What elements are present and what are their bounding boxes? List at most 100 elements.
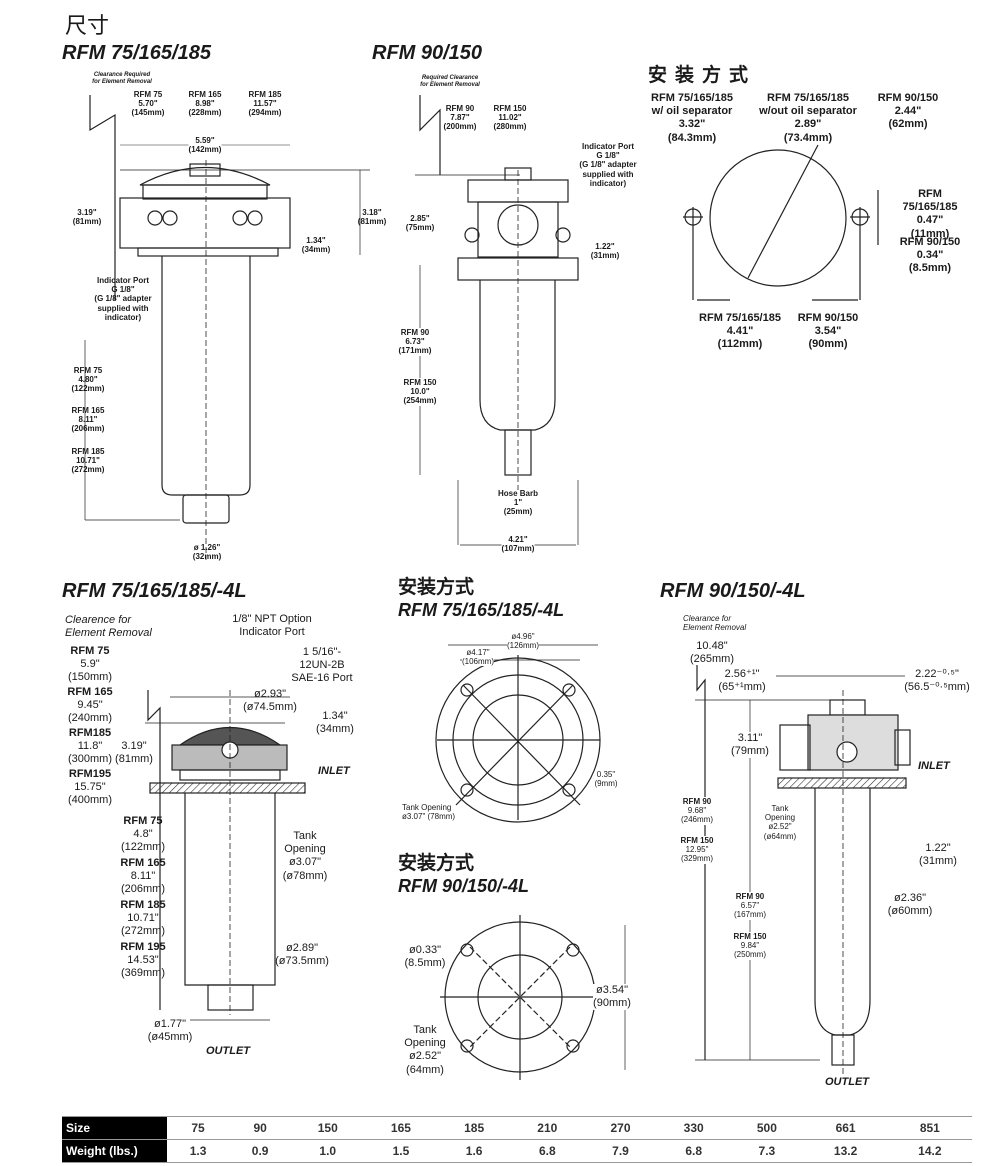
size-cell: 150 — [291, 1116, 365, 1140]
page-heading-dimensions: 尺寸 — [65, 14, 110, 39]
dim-label: 3.19" (81mm) — [72, 208, 102, 227]
dim-value: 8.11" (206mm) — [120, 870, 165, 896]
dim-value: 10.71" (272mm) — [120, 912, 165, 938]
dim-label: RFM 75/165/185 w/ oil separator 3.32" (8… — [651, 92, 733, 144]
mounting-heading: 安装方式 — [398, 852, 475, 874]
dim-label: RFM 75/165/185 w/out oil separator 2.89"… — [759, 92, 857, 144]
dim-label: 5.59" (142mm) — [188, 136, 222, 155]
dim-label: ø2.36" (ø60mm) — [887, 892, 933, 918]
dim-label: 1.34" (34mm) — [301, 236, 331, 255]
dim-label: RFM 75 4.80" (122mm) — [71, 366, 105, 394]
clearance-note: Clearance Required for Element Removal — [92, 72, 152, 85]
weight-cell: 7.9 — [583, 1139, 658, 1163]
model: RFM195 — [68, 768, 112, 780]
tank-opening-label: Tank Opening ø3.07" (ø78mm) — [282, 830, 328, 882]
dim-label: ø4.17" (106mm) — [461, 648, 495, 667]
dim-label: 2.56⁺¹" (65⁺¹mm) — [718, 668, 766, 694]
model: RFM 185 — [120, 899, 166, 911]
size-cell: 661 — [803, 1116, 888, 1140]
dim-label: 2.85" (75mm) — [405, 214, 435, 233]
dim-label: RFM 90/150 3.54" (90mm) — [797, 312, 859, 351]
dim-label: 4.21" (107mm) — [501, 535, 535, 554]
section-title: RFM 75/165/185/-4L — [62, 580, 247, 602]
dim-label: RFM 165 8.98" (228mm) — [188, 90, 222, 118]
clearance-note: Clearance for Element Removal — [683, 614, 747, 633]
dim-label: 1.34" (34mm) — [316, 710, 354, 736]
weight-cell: 1.0 — [291, 1139, 365, 1163]
weight-cell: 13.2 — [803, 1139, 888, 1163]
dim-label: ø3.54" (90mm) — [593, 984, 631, 1011]
table-row-size: Size 75 90 150 165 185 210 270 330 500 6… — [62, 1116, 972, 1140]
dim-value: 9.68" (246mm) — [680, 806, 714, 825]
size-cell: 90 — [229, 1116, 292, 1140]
dim-value: 9.84" (250mm) — [733, 941, 766, 960]
dim-label: RFM 75/165/185 4.41" (112mm) — [699, 312, 781, 351]
mounting-heading: 安装方式 — [648, 64, 757, 86]
inlet-label: INLET — [318, 765, 350, 777]
size-cell: 851 — [887, 1116, 972, 1140]
weight-cell: 1.3 — [167, 1139, 230, 1163]
size-cell: 75 — [167, 1116, 230, 1140]
dim-label: ø2.89" (ø73.5mm) — [275, 942, 329, 968]
section-title: RFM 75/165/185 — [62, 42, 211, 64]
model: RFM185 — [68, 727, 112, 739]
mounting-heading: 安装方式 — [398, 576, 475, 598]
dim-value: 4.8" (122mm) — [120, 828, 166, 854]
size-cell: 270 — [583, 1116, 658, 1140]
dim-label: RFM 185 10.71" (272mm) — [71, 447, 105, 475]
tank-opening-label: Tank Opening ø3.07" (78mm) — [402, 803, 456, 822]
model: RFM 150 — [733, 932, 767, 941]
sae-port-note: 1 5/16"- 12UN-2B SAE-16 Port — [291, 646, 353, 685]
dim-value: 11.8" (300mm) — [67, 740, 113, 766]
dim-label: RFM 90 6.73" (171mm) — [398, 328, 432, 356]
dim-label: 10.48" (265mm) — [689, 640, 735, 666]
filter-rfm90-side-view — [415, 95, 579, 546]
dim-value: 14.53" (369mm) — [120, 954, 165, 980]
dim-label: ø2.93" (ø74.5mm) — [243, 688, 297, 714]
model: RFM 75 — [70, 645, 110, 657]
size-cell: 330 — [657, 1116, 731, 1140]
dim-label: Hose Barb 1" (25mm) — [497, 489, 539, 517]
tank-opening-label: Tank Opening ø2.52" (ø64mm) — [763, 804, 797, 841]
size-cell: 185 — [437, 1116, 511, 1140]
filter-rfm75-4l-side-view — [145, 690, 306, 1021]
dim-value: 5.9" (150mm) — [67, 658, 113, 684]
size-header: Size — [62, 1116, 167, 1140]
weight-table: Size 75 90 150 165 185 210 270 330 500 6… — [62, 1116, 972, 1163]
clearance-note: Clearence for Element Removal — [65, 614, 152, 640]
dim-value: 15.75" (400mm) — [67, 781, 113, 807]
weight-header: Weight (lbs.) — [62, 1139, 167, 1163]
section-title: RFM 90/150/-4L — [398, 876, 530, 896]
model: RFM 90 — [735, 892, 765, 901]
model: RFM 165 — [67, 686, 113, 698]
size-cell: 500 — [730, 1116, 804, 1140]
model: RFM 75 — [123, 815, 163, 827]
model: RFM 90 — [682, 797, 712, 806]
dim-label: RFM 90 7.87" (200mm) — [443, 104, 477, 132]
dim-label: 3.19" (81mm) — [115, 740, 153, 766]
weight-cell: 1.5 — [364, 1139, 438, 1163]
dim-label: RFM 90/150 2.44" (62mm) — [877, 92, 939, 131]
dim-label: 3.11" (79mm) — [731, 732, 769, 759]
npt-port-note: 1/8" NPT Option Indicator Port — [232, 613, 312, 639]
section-title: RFM 90/150/-4L — [660, 580, 806, 602]
dim-label: RFM 165 8.11" (206mm) — [71, 406, 105, 434]
dim-label: ø 1.26" (32mm) — [192, 543, 222, 562]
dim-value: 12.95" (329mm) — [680, 845, 713, 864]
dim-label: 2.22⁻⁰·⁵" (56.5⁻⁰·⁵mm) — [904, 668, 970, 694]
dim-label: ø0.33" (8.5mm) — [404, 944, 446, 970]
weight-cell: 0.9 — [229, 1139, 292, 1163]
mounting-pattern-rfm90-4l — [440, 915, 626, 1080]
outlet-label: OUTLET — [825, 1076, 869, 1088]
weight-cell: 7.3 — [730, 1139, 804, 1163]
weight-cell: 1.6 — [437, 1139, 511, 1163]
filter-rfm90-4l-side-view — [695, 665, 911, 1075]
dim-label: 1.22" (31mm) — [590, 242, 620, 261]
size-cell: 165 — [364, 1116, 438, 1140]
tank-opening-label: Tank Opening ø2.52" (64mm) — [404, 1024, 446, 1076]
dim-label: RFM 185 11.57" (294mm) — [248, 90, 282, 118]
dim-label: RFM 150 11.02" (280mm) — [493, 104, 527, 132]
dim-value: 6.57" (167mm) — [733, 901, 767, 920]
dim-label: RFM 90/150 0.34" (8.5mm) — [899, 236, 961, 275]
